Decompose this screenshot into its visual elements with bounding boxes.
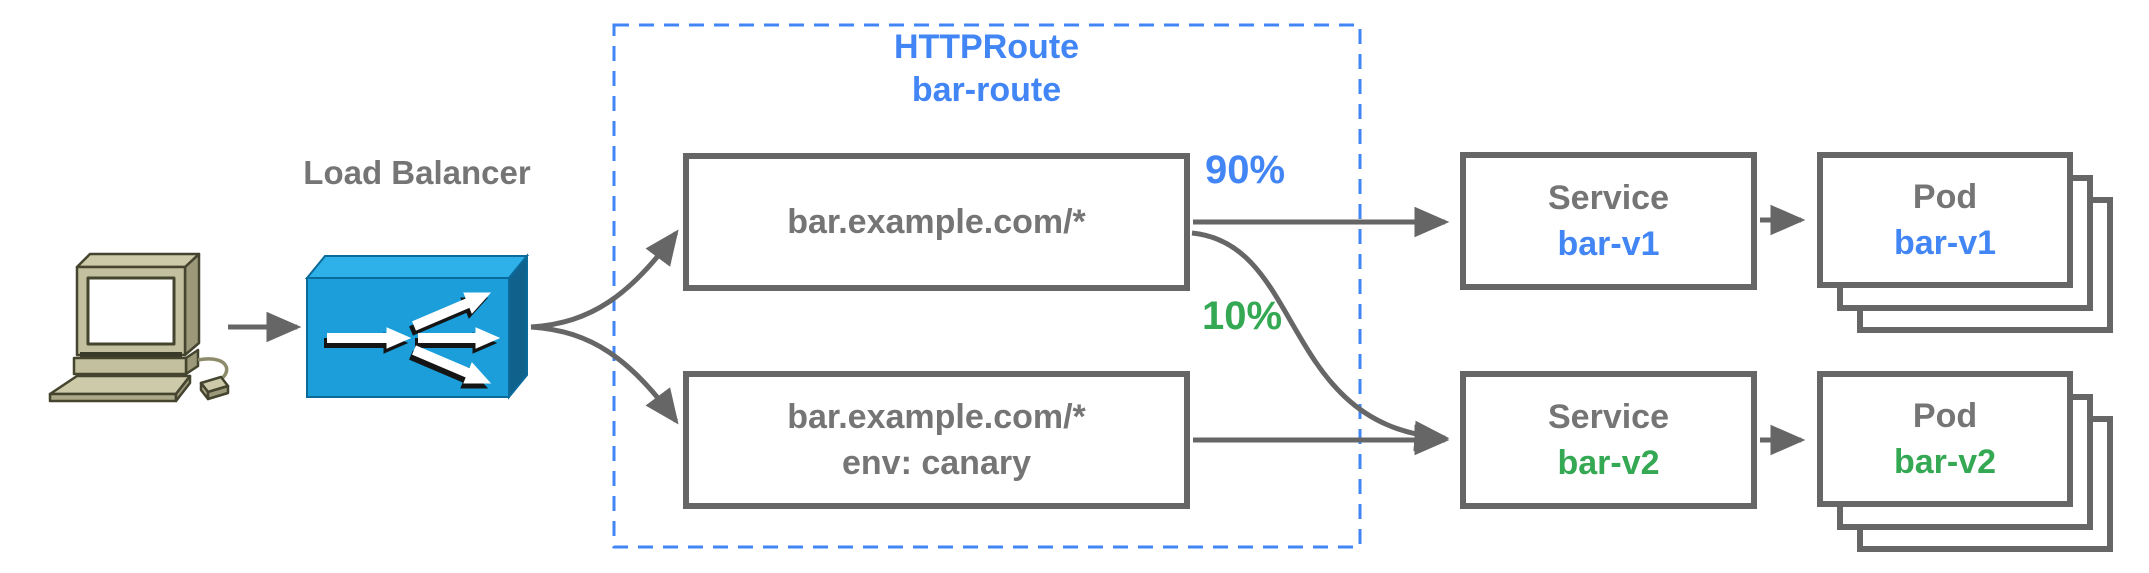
- client-computer-icon: [48, 252, 230, 403]
- service-bar-v1-box: Service bar-v1: [1460, 152, 1757, 290]
- route-rule-box-1: bar.example.com/*: [683, 153, 1190, 291]
- load-balancer-icon: [304, 253, 530, 400]
- weight-90-label: 90%: [1205, 148, 1286, 192]
- pod-v1-name: bar-v1: [1893, 224, 1997, 262]
- httproute-title: HTTPRoute bar-route: [613, 26, 1360, 112]
- load-balancer-label: Load Balancer: [303, 154, 531, 191]
- httproute-kind: HTTPRoute: [893, 28, 1080, 66]
- route-rule-1-match: bar.example.com/*: [787, 203, 1086, 241]
- arrow-lb-to-rule1: [530, 229, 679, 330]
- service-v2-kind: Service: [1548, 398, 1669, 436]
- route-rule-2-match: bar.example.com/*: [787, 398, 1086, 436]
- pod-v2-name: bar-v2: [1893, 443, 1997, 481]
- arrow-rule1-to-service-v2: [1191, 230, 1450, 452]
- pod-bar-v2-box: Pod bar-v2: [1817, 371, 2073, 507]
- service-v2-name: bar-v2: [1557, 444, 1660, 482]
- arrow-lb-to-rule2: [530, 324, 679, 425]
- service-v1-kind: Service: [1548, 179, 1669, 217]
- httproute-dashed-boundary: [612, 23, 1362, 549]
- connector-arrows: [228, 204, 1806, 456]
- route-rule-box-2: bar.example.com/* env: canary: [683, 371, 1190, 509]
- service-v1-name: bar-v1: [1557, 225, 1660, 263]
- pod-v1-kind: Pod: [1912, 178, 1978, 216]
- httproute-name: bar-route: [911, 71, 1062, 109]
- service-bar-v2-box: Service bar-v2: [1460, 371, 1757, 509]
- pod-v2-kind: Pod: [1912, 397, 1978, 435]
- weight-10-label: 10%: [1202, 294, 1283, 338]
- pod-bar-v1-box: Pod bar-v1: [1817, 152, 2073, 288]
- route-rule-2-header: env: canary: [842, 444, 1031, 482]
